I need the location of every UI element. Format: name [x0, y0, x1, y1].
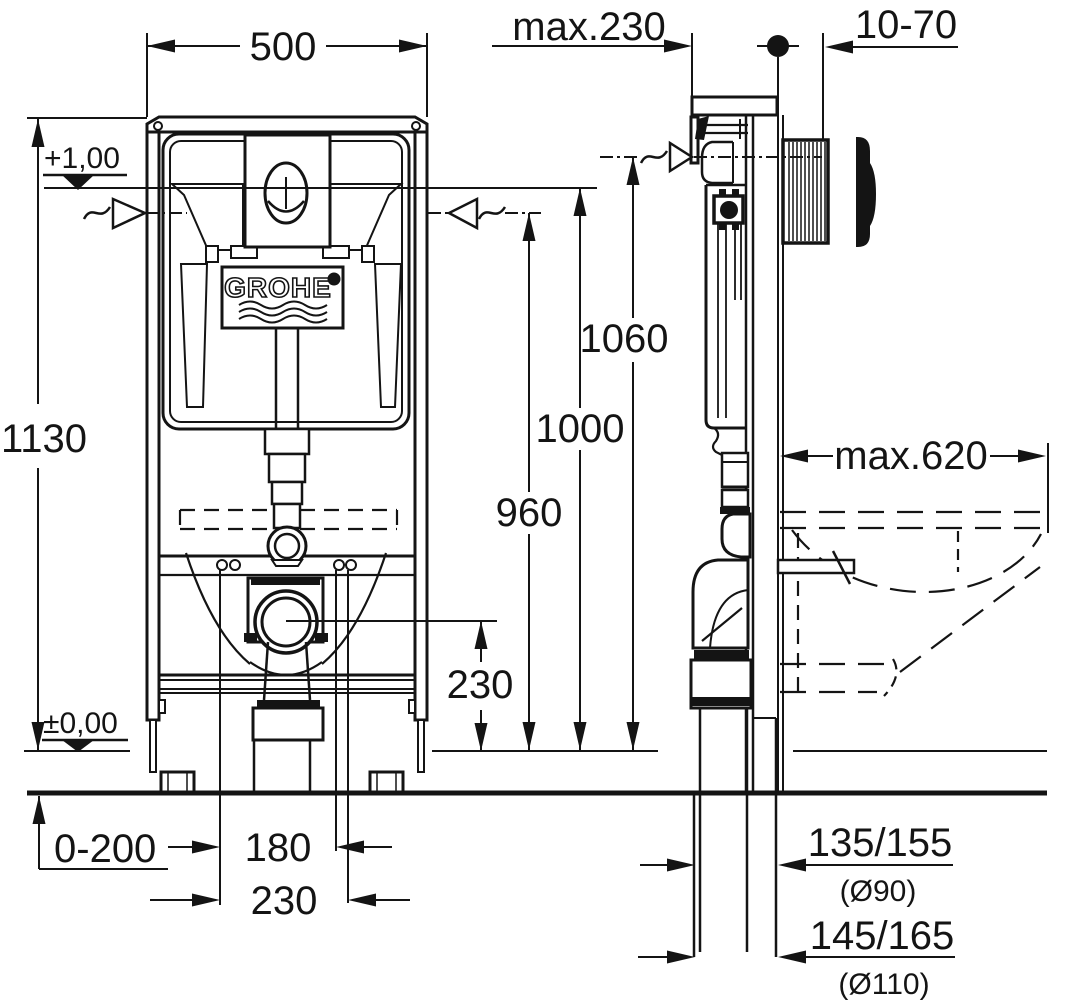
fixing-stud: [229, 559, 241, 571]
pneumatic-connector-icon: [712, 189, 745, 230]
drain-socket-seal: [257, 700, 320, 708]
top-anchor-bar: [690, 95, 779, 117]
dim-label: max.230: [512, 5, 665, 49]
level-triangle-icon: [62, 740, 94, 752]
dim-outlet-span: 230: [150, 879, 410, 923]
frame-rail-left: [145, 130, 161, 722]
dim-plate-range: 10-70: [822, 3, 958, 140]
dim-frame-height: 1130: [1, 117, 147, 750]
front-view: GROHE: [145, 115, 429, 794]
fixing-stud: [345, 559, 357, 571]
dim-label: 180: [245, 826, 312, 870]
dim-bowl-depth: max.620: [780, 434, 1049, 533]
actuator-arc: [267, 200, 305, 213]
level-label: +1,00: [44, 142, 120, 175]
dim-drain-110: 145/165 (Ø110): [638, 914, 955, 1001]
valve-seat: [361, 245, 375, 263]
bowl-arc-bottom: [249, 661, 323, 677]
drain-socket: [251, 706, 325, 742]
cistern-rib-right: [373, 263, 403, 408]
anchor-hole-icon: [411, 121, 421, 131]
fixing-stud: [333, 559, 345, 571]
dim-label: 1000: [536, 407, 625, 451]
dim-sublabel: (Ø110): [838, 968, 929, 1001]
wall-datum-icon: [757, 35, 799, 57]
dim-label: 1060: [580, 317, 669, 361]
grohe-logo: GROHE: [220, 265, 345, 330]
ring-mount: [270, 559, 304, 567]
pipe-collar: [263, 427, 311, 456]
cistern-shoulder-right: [329, 183, 404, 251]
dim-label: 500: [250, 25, 317, 69]
dim-label: 10-70: [855, 3, 957, 47]
valve-seat: [322, 245, 350, 259]
dim-actuator-center: 1000: [536, 188, 625, 750]
level-marker-top: +1,00: [43, 142, 597, 190]
wall-bracket-plate: [689, 115, 700, 165]
valve-neck: [720, 451, 750, 489]
water-supply-arrow-side-icon: [600, 140, 822, 174]
dim-label: 230: [447, 663, 514, 707]
foot-right: [368, 770, 405, 794]
frame-rail-right: [413, 130, 429, 722]
dim-drain-90: 135/155 (Ø90): [640, 821, 953, 908]
leg-tube-right: [417, 719, 425, 773]
level-marker-floor: ±0,00: [24, 707, 1047, 752]
side-view: [689, 57, 1046, 957]
level-label: ±0,00: [43, 707, 118, 740]
cistern-side-outline: [704, 185, 746, 430]
dim-label: 1130: [1, 417, 87, 461]
wc-bowl-dashed-outline: [780, 510, 1046, 697]
fixing-stud-bar: [776, 558, 856, 575]
logo-wave: [238, 314, 328, 324]
drain-funnel: [262, 641, 270, 701]
foot-left: [159, 770, 196, 794]
dim-label: 145/165: [810, 914, 955, 958]
dim-frame-width: 500: [146, 25, 428, 117]
flush-shaft-sleeve: [781, 138, 830, 245]
dim-sublabel: (Ø90): [840, 875, 917, 908]
frame-top-plate: [145, 115, 429, 134]
profile-step: [711, 427, 723, 456]
pipe-collar: [267, 452, 307, 484]
anchor-hole-icon: [153, 121, 163, 131]
registered-dot-icon: [327, 272, 341, 286]
fixing-stud: [216, 559, 228, 571]
dim-supply-top: 1060: [580, 157, 669, 750]
inlet-bend: [700, 140, 733, 185]
wall-bracket-wedge: [695, 116, 709, 140]
bowl-arc-left: [184, 552, 251, 665]
outlet-connector: [720, 512, 752, 559]
dim-outlet-height: 230: [286, 620, 514, 751]
brand-logo-text: GROHE: [224, 272, 332, 303]
rail-nub: [158, 699, 166, 714]
flush-plate-icon: [856, 137, 876, 247]
dim-leg-adjust: 0-200: [32, 796, 168, 871]
leg-tube-left: [149, 719, 157, 773]
logo-wave: [238, 300, 328, 310]
dim-label: 230: [251, 879, 318, 923]
cistern-rib-left: [179, 263, 209, 408]
dimensions: 500 max.230 10-70 1130: [1, 3, 1049, 1001]
water-supply-arrow-right-icon: [428, 196, 541, 231]
dim-label: max.620: [834, 434, 987, 478]
dim-label: 960: [496, 491, 563, 535]
cistern-shoulder-left: [169, 183, 244, 251]
dim-label: 0-200: [54, 827, 156, 871]
level-triangle-icon: [62, 175, 94, 190]
elbow-seal: [694, 650, 749, 660]
pipe-collar: [270, 480, 304, 506]
logo-wave: [238, 307, 328, 317]
valve-seat: [205, 245, 219, 263]
dim-wall-offset: max.230: [492, 5, 693, 97]
below-floor-pipes: [692, 795, 778, 957]
dim-label: 135/155: [808, 821, 953, 865]
drain-elbow: [691, 558, 750, 650]
dim-stud-spacing: 180: [168, 826, 392, 870]
dim-supply-side: 960: [496, 213, 563, 750]
rail-nub: [408, 699, 416, 714]
pipe-collar: [272, 502, 302, 530]
water-supply-arrow-left-icon: [82, 197, 187, 230]
